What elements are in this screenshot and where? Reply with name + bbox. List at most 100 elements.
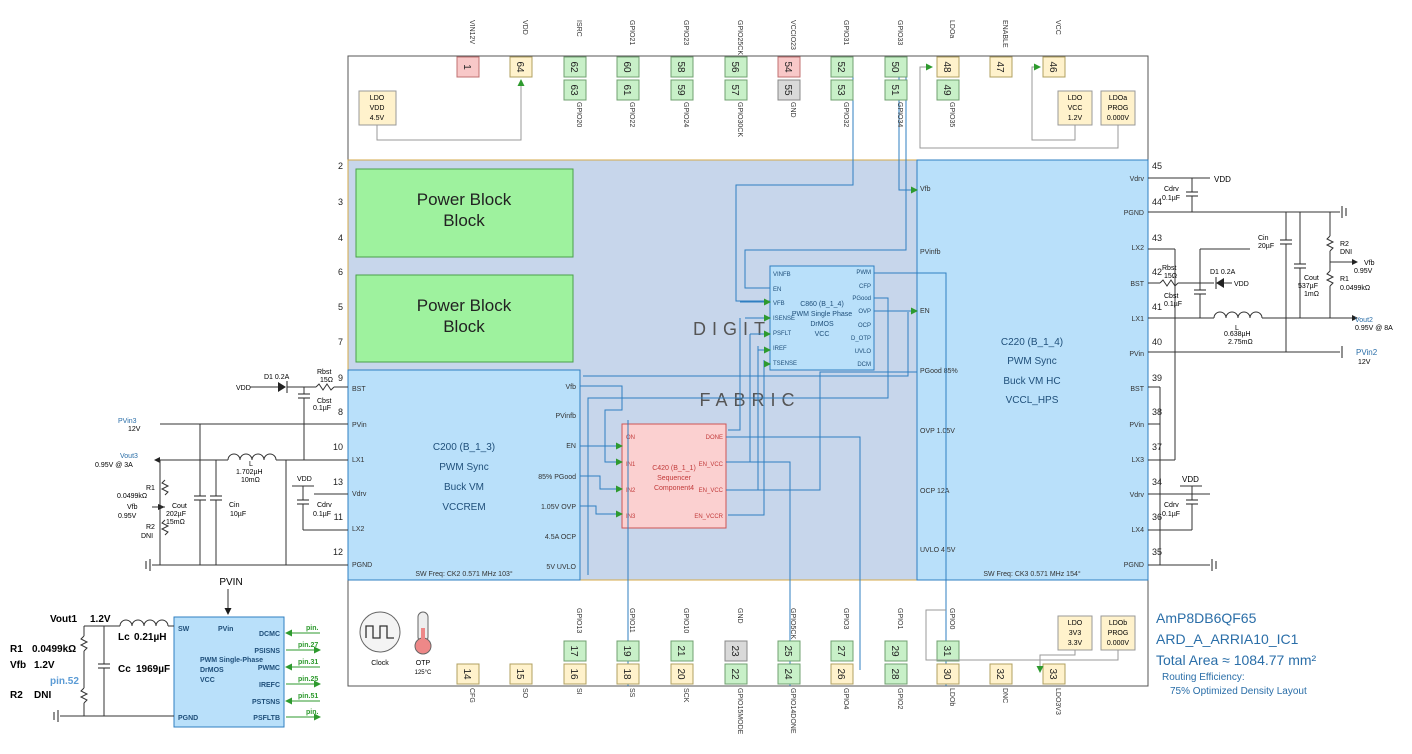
svg-text:55: 55: [782, 84, 793, 96]
right-pin-40: 40: [1152, 337, 1162, 347]
svg-text:202µF: 202µF: [166, 511, 186, 518]
left-pin-9: 9: [338, 373, 343, 383]
svg-text:1.2V: 1.2V: [34, 660, 55, 671]
svg-text:Cin: Cin: [1258, 235, 1269, 242]
svg-text:LDO: LDO: [1068, 95, 1083, 102]
svg-text:Sequencer: Sequencer: [657, 475, 692, 482]
svg-text:60: 60: [621, 61, 632, 73]
pin-61: 61: [616, 79, 640, 101]
svg-text:PGND: PGND: [1124, 210, 1144, 217]
svg-text:64: 64: [514, 61, 525, 73]
right-pin-34: 34: [1152, 477, 1162, 487]
svg-text:DCMC: DCMC: [259, 631, 280, 638]
svg-text:0.95V @ 8A: 0.95V @ 8A: [1355, 325, 1393, 332]
svg-text:2.75mΩ: 2.75mΩ: [1228, 339, 1253, 346]
svg-text:VDD: VDD: [1182, 475, 1199, 484]
pin-15: 15: [509, 663, 533, 685]
svg-text:PWM Sync: PWM Sync: [439, 462, 488, 473]
svg-text:DONE: DONE: [706, 435, 723, 441]
fabric-label-2: FABRIC: [699, 390, 800, 410]
pin-name: SO: [521, 688, 528, 699]
left-pin-2: 2: [338, 161, 343, 171]
svg-text:0.21µH: 0.21µH: [134, 632, 166, 643]
svg-text:48: 48: [941, 61, 952, 73]
svg-text:57: 57: [729, 84, 740, 96]
svg-text:52: 52: [835, 61, 846, 73]
svg-text:EN_VCCR: EN_VCCR: [694, 514, 723, 520]
svg-text:51: 51: [889, 84, 900, 96]
right-pin-44: 44: [1152, 197, 1162, 207]
svg-text:Rbst: Rbst: [317, 369, 331, 376]
internal-routing: [580, 72, 947, 686]
svg-text:VCC: VCC: [815, 331, 830, 338]
svg-text:30: 30: [941, 668, 952, 680]
svg-text:1mΩ: 1mΩ: [1304, 291, 1319, 298]
svg-text:16: 16: [568, 668, 579, 680]
svg-text:Cout: Cout: [172, 503, 187, 510]
svg-text:PSTSNS: PSTSNS: [252, 699, 280, 706]
ldo-vdd-box: LDO VDD 4.5V: [358, 90, 397, 126]
pin-56: 56: [724, 56, 748, 78]
svg-text:Buck VM HC: Buck VM HC: [1003, 376, 1060, 387]
svg-text:OVP: OVP: [858, 309, 871, 315]
svg-text:Vfb: Vfb: [565, 384, 576, 391]
svg-text:D_OTP: D_OTP: [851, 336, 871, 342]
pin-name: GPIO23: [682, 20, 689, 45]
pin-26: 26: [830, 663, 854, 685]
svg-text:12V: 12V: [1358, 359, 1371, 366]
right-pin-38: 38: [1152, 407, 1162, 417]
svg-text:Vout1: Vout1: [50, 614, 77, 625]
c420-block: C420 (B_1_1) Sequencer Component4 ON IN1…: [621, 423, 727, 529]
svg-text:IN1: IN1: [626, 462, 636, 468]
svg-text:25: 25: [782, 645, 793, 657]
pin-17: 17: [563, 640, 587, 662]
svg-text:C420 (B_1_1): C420 (B_1_1): [652, 465, 696, 472]
right-pin-35: 35: [1152, 547, 1162, 557]
left-pin-5: 5: [338, 302, 343, 312]
svg-text:63: 63: [568, 84, 579, 96]
right-pin-41: 41: [1152, 302, 1162, 312]
part-number: AmP8DB6QF65: [1156, 610, 1257, 626]
svg-text:21: 21: [675, 645, 686, 657]
fabric-label-1: DIGIT: [693, 319, 771, 339]
clock-icon: Clock: [359, 611, 401, 667]
left-pin-13: 13: [333, 477, 343, 487]
svg-text:UVLO: UVLO: [855, 349, 872, 355]
pin-name: VCC: [1054, 20, 1061, 35]
svg-text:Vfb: Vfb: [1364, 260, 1375, 267]
svg-text:pin.: pin.: [306, 709, 318, 716]
svg-text:PWM Sync: PWM Sync: [1007, 356, 1056, 367]
svg-text:OVP 1.05V: OVP 1.05V: [920, 428, 955, 435]
svg-text:VDD: VDD: [236, 385, 251, 392]
thermometer-icon: OTP 125°C: [414, 611, 432, 676]
svg-text:Cdrv: Cdrv: [317, 502, 332, 509]
pin-48: 48: [936, 56, 960, 78]
svg-text:0.1µF: 0.1µF: [313, 511, 331, 518]
svg-text:47: 47: [994, 61, 1005, 73]
svg-text:Cdrv: Cdrv: [1164, 502, 1179, 509]
svg-text:pin.31: pin.31: [298, 659, 318, 666]
pin-name: GPIO32: [842, 102, 849, 127]
svg-text:Cout: Cout: [1304, 275, 1319, 282]
ldo-3v3-box: LDO 3V3 3.3V: [1057, 615, 1093, 651]
pin-16: 16: [563, 663, 587, 685]
svg-text:PVin: PVin: [218, 626, 233, 633]
pin-51: 51: [884, 79, 908, 101]
pin-name: GPIO30CK: [736, 102, 743, 137]
pin-55: 55: [777, 79, 801, 101]
svg-text:58: 58: [675, 61, 686, 73]
svg-text:0.95V @ 3A: 0.95V @ 3A: [95, 462, 133, 469]
svg-text:PGood: PGood: [852, 296, 871, 302]
pin-57: 57: [724, 79, 748, 101]
svg-text:0.1µF: 0.1µF: [1162, 195, 1180, 202]
svg-text:EN_VCC: EN_VCC: [699, 488, 724, 494]
pin-49: 49: [936, 79, 960, 101]
svg-text:EN: EN: [920, 308, 930, 315]
svg-text:15Ω: 15Ω: [1164, 273, 1177, 280]
pin-21: 21: [670, 640, 694, 662]
svg-text:DCM: DCM: [857, 362, 871, 368]
pin-25: 25: [777, 640, 801, 662]
svg-text:R1: R1: [1340, 276, 1349, 283]
pin-name: VIN12V: [468, 20, 475, 44]
pin-name: GPIO14DONE: [789, 688, 796, 734]
